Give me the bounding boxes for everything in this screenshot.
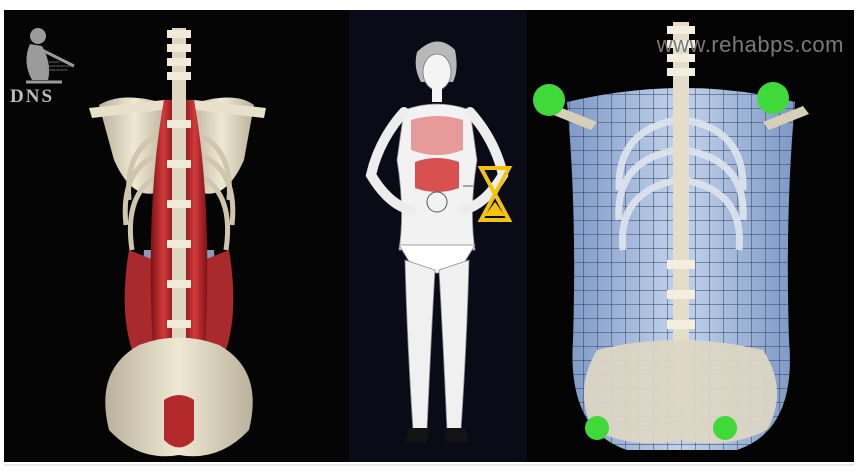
- breathing-figure-illustration: [349, 10, 527, 462]
- diaphragm: [415, 158, 459, 192]
- marker-top-left: [533, 84, 565, 116]
- website-watermark: www.rehabps.com: [657, 32, 844, 58]
- logo-text: DNS: [10, 86, 54, 108]
- bottom-rule: [4, 464, 854, 466]
- pelvis: [584, 340, 777, 443]
- lungs: [411, 116, 463, 155]
- marker-top-right: [757, 82, 789, 114]
- marker-bottom-right: [713, 416, 737, 440]
- pressure-cylinder-panel: www.rehabps.com: [527, 10, 854, 462]
- breathing-figure-panel: [349, 10, 527, 462]
- marker-bottom-left: [585, 416, 609, 440]
- back-muscles-panel: DYNAMIC NEUROMUSCULAR STABILIZATION DNS: [4, 10, 349, 462]
- logo-subtitle: DYNAMIC NEUROMUSCULAR STABILIZATION: [46, 60, 80, 72]
- pressure-cylinder-illustration: [527, 10, 854, 462]
- video-frame: DYNAMIC NEUROMUSCULAR STABILIZATION DNS: [4, 10, 854, 462]
